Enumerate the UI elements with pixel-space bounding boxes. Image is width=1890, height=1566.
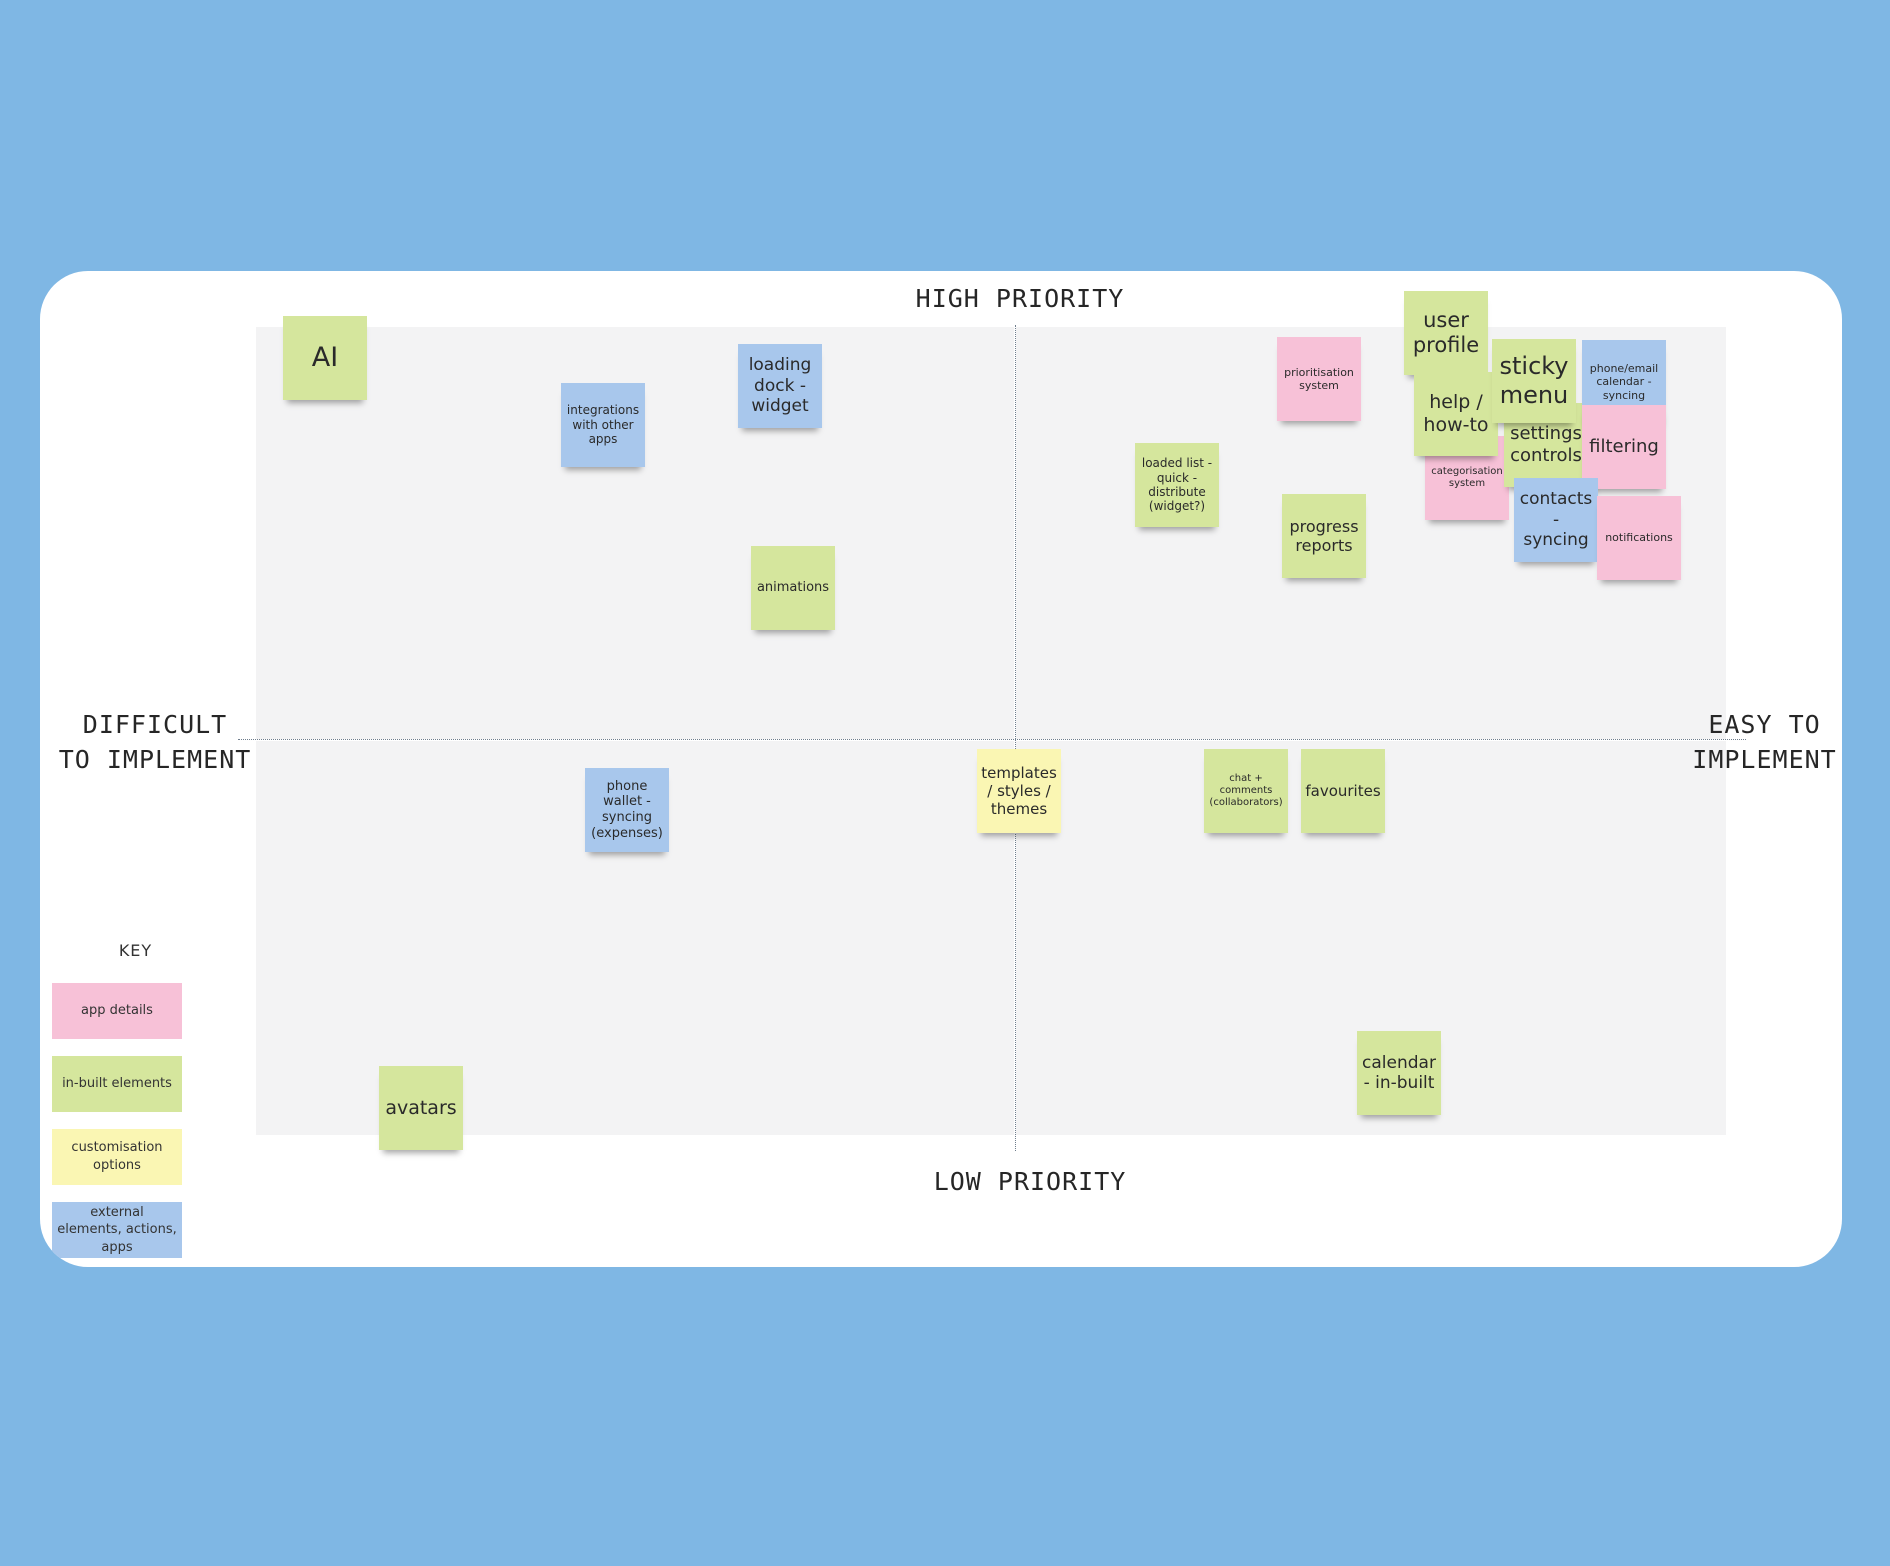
sticky-note-calendar-in-built[interactable]: calendar - in-built xyxy=(1357,1031,1441,1115)
sticky-note-templates[interactable]: templates / styles / themes xyxy=(977,749,1061,833)
sticky-note-user-profile[interactable]: user profile xyxy=(1404,291,1488,375)
sticky-note-ai[interactable]: AI xyxy=(283,316,367,400)
sticky-note-loading-dock[interactable]: loading dock - widget xyxy=(738,344,822,428)
sticky-note-notifications[interactable]: notifications xyxy=(1597,496,1681,580)
sticky-note-integrations[interactable]: integrations with other apps xyxy=(561,383,645,467)
axis-label-bottom: LOW PRIORITY xyxy=(933,1167,1127,1196)
sticky-note-filtering[interactable]: filtering xyxy=(1582,405,1666,489)
matrix-board: HIGH PRIORITY LOW PRIORITY DIFFICULT TO … xyxy=(40,271,1842,1267)
sticky-note-chat-comments[interactable]: chat + comments (collaborators) xyxy=(1204,749,1288,833)
key-title: KEY xyxy=(118,941,153,960)
key-item-customisation-options: customisation options xyxy=(52,1129,182,1185)
sticky-note-animations[interactable]: animations xyxy=(751,546,835,630)
key-item-external-elements: external elements, actions, apps xyxy=(52,1202,182,1258)
sticky-note-favourites[interactable]: favourites xyxy=(1301,749,1385,833)
sticky-note-contacts-syncing[interactable]: contacts - syncing xyxy=(1514,478,1598,562)
sticky-note-sticky-menu[interactable]: sticky menu xyxy=(1492,339,1576,423)
axis-label-left: DIFFICULT TO IMPLEMENT xyxy=(58,710,252,774)
axis-label-top: HIGH PRIORITY xyxy=(915,284,1125,313)
key-item-in-built-elements: in-built elements xyxy=(52,1056,182,1112)
sticky-note-help-how-to[interactable]: help / how-to xyxy=(1414,372,1498,456)
sticky-note-progress-reports[interactable]: progress reports xyxy=(1282,494,1366,578)
sticky-note-avatars[interactable]: avatars xyxy=(379,1066,463,1150)
horizontal-divider xyxy=(238,739,1746,740)
axis-label-right: EASY TO IMPLEMENT xyxy=(1692,710,1837,774)
sticky-note-phone-wallet[interactable]: phone wallet - syncing (expenses) xyxy=(585,768,669,852)
key-item-app-details: app details xyxy=(52,983,182,1039)
sticky-note-prioritisation[interactable]: prioritisation system xyxy=(1277,337,1361,421)
vertical-divider xyxy=(1015,325,1016,1151)
sticky-note-loaded-list[interactable]: loaded list - quick - distribute (widget… xyxy=(1135,443,1219,527)
